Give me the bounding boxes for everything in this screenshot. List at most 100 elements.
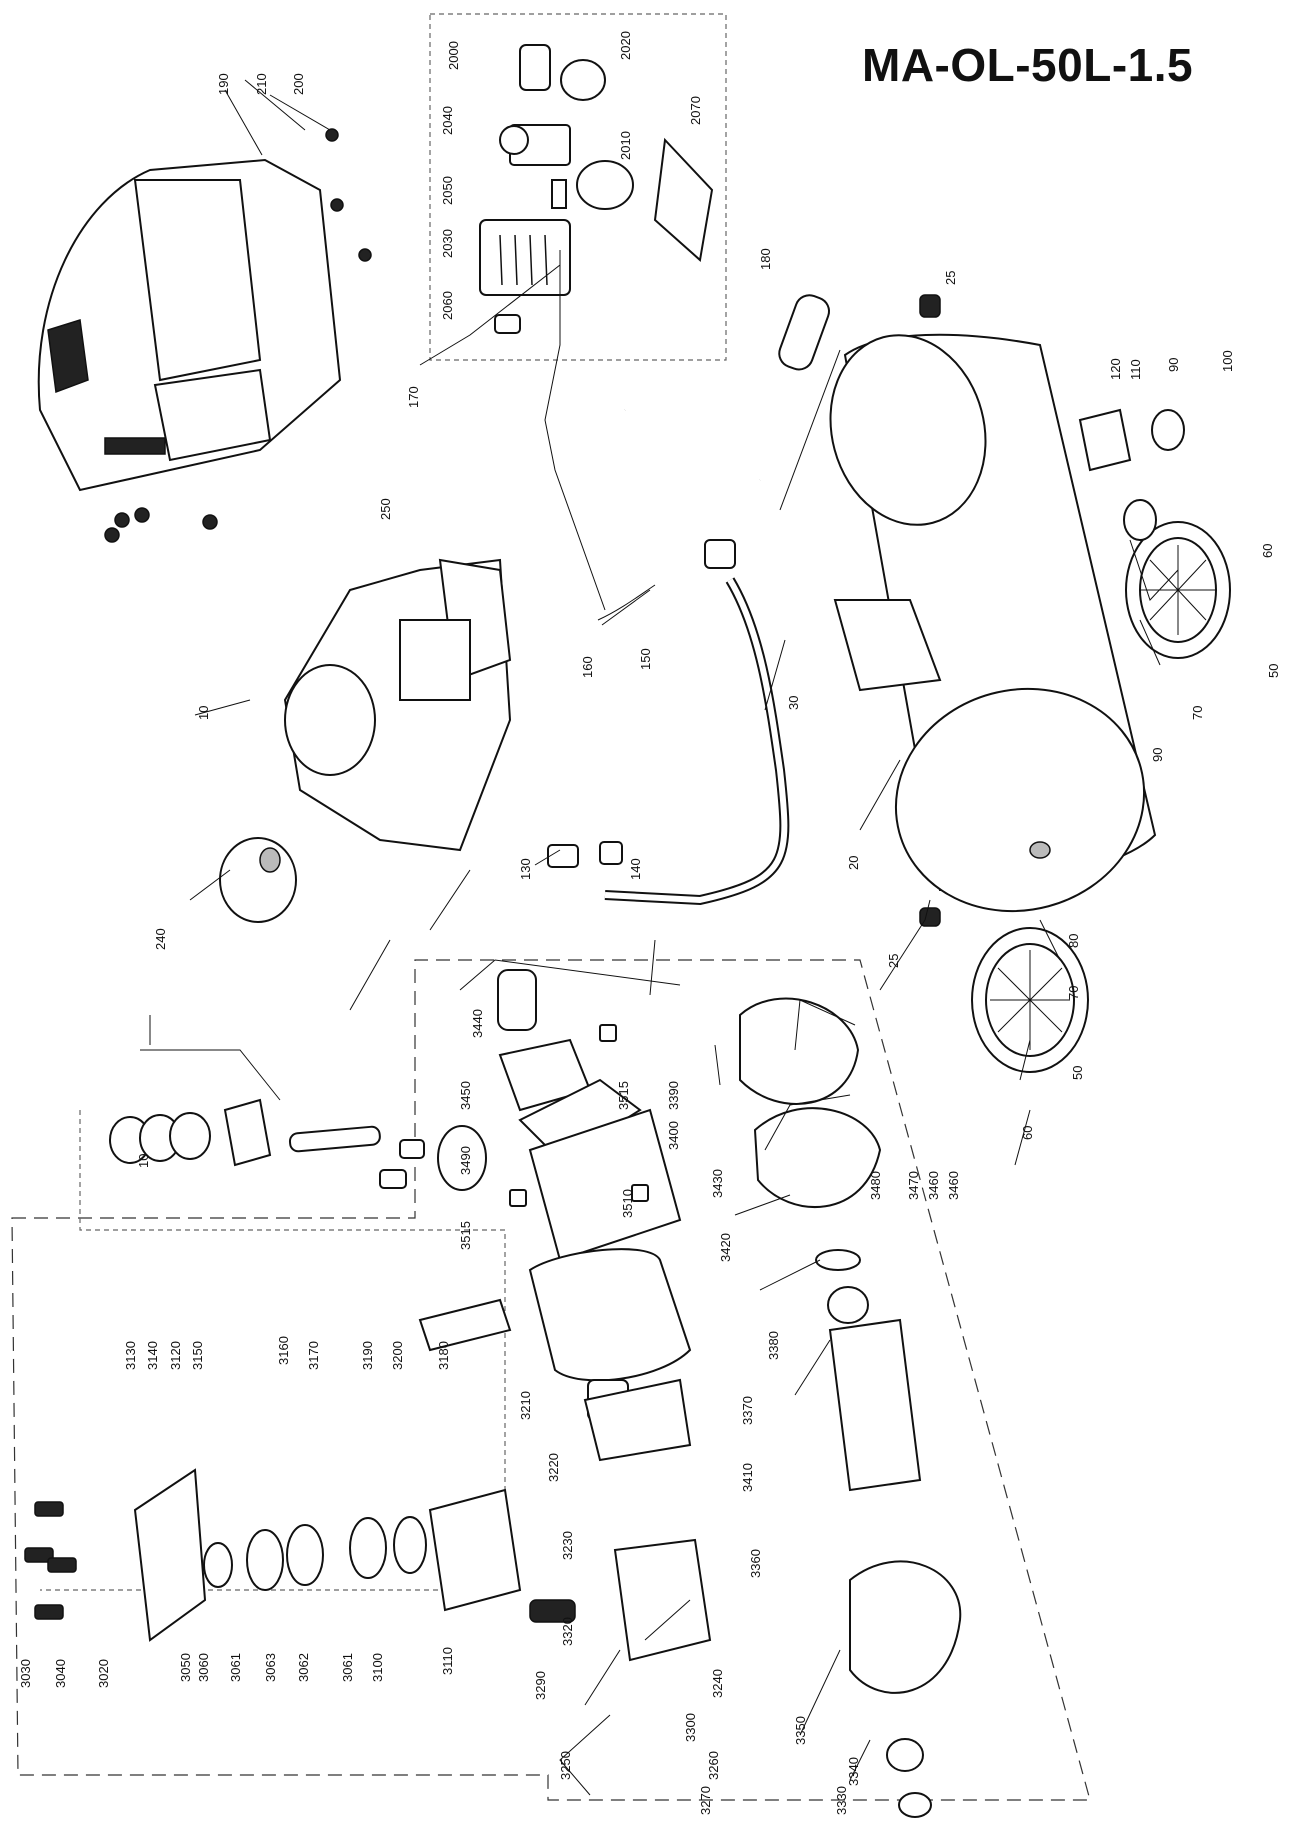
label-20: 20	[846, 856, 861, 870]
label-210: 210	[254, 73, 269, 95]
model-title: MA-OL-50L-1.5	[862, 39, 1194, 91]
label-3170: 3170	[306, 1341, 321, 1370]
label-2000: 2030	[440, 229, 455, 258]
label-3490: 3480	[868, 1171, 883, 1200]
label-3470: 3460	[926, 1171, 941, 1200]
label-3515-bottom: 3515	[458, 1221, 473, 1250]
label-3190: 3190	[360, 1341, 375, 1370]
label-3380: 3380	[766, 1331, 781, 1360]
label-2020: 2020	[618, 31, 633, 60]
label-100: 100	[1220, 350, 1235, 372]
label-3240: 3240	[710, 1669, 725, 1698]
pressure-switch-parts	[479, 44, 714, 334]
label-190: 190	[216, 73, 231, 95]
pump-assembly	[219, 558, 512, 923]
label-3480: 3470	[906, 1171, 921, 1200]
exploded-pump-parts	[24, 969, 962, 1818]
label-3220: 3220	[546, 1453, 561, 1482]
label-3062: 3062	[296, 1653, 311, 1682]
label-3320: 3320	[560, 1617, 575, 1646]
label-120: 120	[1108, 358, 1123, 380]
label-3250: 3250	[558, 1751, 573, 1780]
wheels	[971, 409, 1231, 1073]
label-3440: 3440	[470, 1009, 485, 1038]
leader-lines	[140, 79, 1179, 1796]
label-2060: 2000	[446, 41, 461, 70]
label-180: 180	[758, 248, 773, 270]
label-3260: 3260	[706, 1751, 721, 1780]
pump-group-boundary	[11, 959, 1091, 1801]
shroud-cover	[37, 128, 372, 543]
label-25-bottom: 25	[886, 954, 901, 968]
crankcase-subgroup-boundary	[40, 1110, 506, 1591]
label-140: 140	[628, 858, 643, 880]
pressure-switch-group-box	[429, 13, 727, 361]
label-3020: 3020	[96, 1659, 111, 1688]
label-3210: 3210	[518, 1391, 533, 1420]
label-3040: 3040	[53, 1659, 68, 1688]
label-160: 160	[580, 656, 595, 678]
label-2010: 2010	[618, 131, 633, 160]
label-3410: 3410	[740, 1463, 755, 1492]
label-3061-a: 3061	[228, 1653, 243, 1682]
label-2070: 2070	[688, 96, 703, 125]
filter-and-lines	[547, 294, 831, 906]
label-2040: 2050	[440, 176, 455, 205]
label-3061-b: 3061	[340, 1653, 355, 1682]
label-3515-top: 3515	[616, 1081, 631, 1110]
label-3100: 3100	[370, 1653, 385, 1682]
label-3500: 3490	[458, 1146, 473, 1175]
label-3230: 3230	[560, 1531, 575, 1560]
label-10-bottom: 10	[136, 1154, 151, 1168]
label-3360: 3360	[748, 1549, 763, 1578]
label-3110: 3110	[440, 1647, 455, 1675]
label-3140: 3140	[145, 1341, 160, 1370]
label-3180: 3180	[436, 1341, 451, 1370]
label-3510: 3510	[620, 1189, 635, 1218]
label-70-bottom: 70	[1066, 986, 1081, 1000]
label-30: 30	[786, 696, 801, 710]
label-3390: 3390	[666, 1081, 681, 1110]
label-3370: 3370	[740, 1396, 755, 1425]
label-2050: 2040	[440, 106, 455, 135]
label-3400: 3400	[666, 1121, 681, 1150]
label-240: 240	[153, 928, 168, 950]
label-3300: 3300	[683, 1713, 698, 1742]
label-3270: 3270	[698, 1786, 713, 1815]
label-50-right: 50	[1266, 664, 1281, 678]
label-90-right: 90	[1150, 748, 1165, 762]
label-10-top: 10	[196, 706, 211, 720]
label-3330: 3330	[834, 1786, 849, 1815]
label-3430: 3430	[710, 1169, 725, 1198]
label-80: 80	[1066, 934, 1081, 948]
label-200: 200	[291, 73, 306, 95]
part-labels: 2000 2020 2040 2010 2070 2050 2030 2060 …	[18, 31, 1281, 1815]
label-3340: 3340	[846, 1757, 861, 1786]
label-250: 250	[378, 498, 393, 520]
group-outlines	[11, 13, 1091, 1801]
label-50-bottom: 50	[1070, 1066, 1085, 1080]
label-90-top: 90	[1166, 358, 1181, 372]
label-3290: 3290	[533, 1671, 548, 1700]
label-3030: 3030	[18, 1659, 33, 1688]
label-3450: 3450	[458, 1081, 473, 1110]
label-3050: 3050	[178, 1653, 193, 1682]
label-70-right: 70	[1190, 706, 1205, 720]
label-3150: 3150	[190, 1341, 205, 1370]
air-tank	[829, 294, 1157, 927]
label-3460: 3460	[946, 1171, 961, 1200]
label-3200: 3200	[390, 1341, 405, 1370]
label-170: 170	[406, 386, 421, 408]
label-110: 110	[1128, 359, 1143, 380]
label-60-bottom: 60	[1020, 1126, 1035, 1140]
label-60-top: 60	[1260, 544, 1275, 558]
label-150: 150	[638, 648, 653, 670]
label-3160: 3160	[276, 1336, 291, 1365]
label-25-top: 25	[943, 271, 958, 285]
label-3063: 3063	[263, 1653, 278, 1682]
label-2030: 2060	[440, 291, 455, 320]
label-3060: 3060	[196, 1653, 211, 1682]
label-3130: 3130	[123, 1341, 138, 1370]
